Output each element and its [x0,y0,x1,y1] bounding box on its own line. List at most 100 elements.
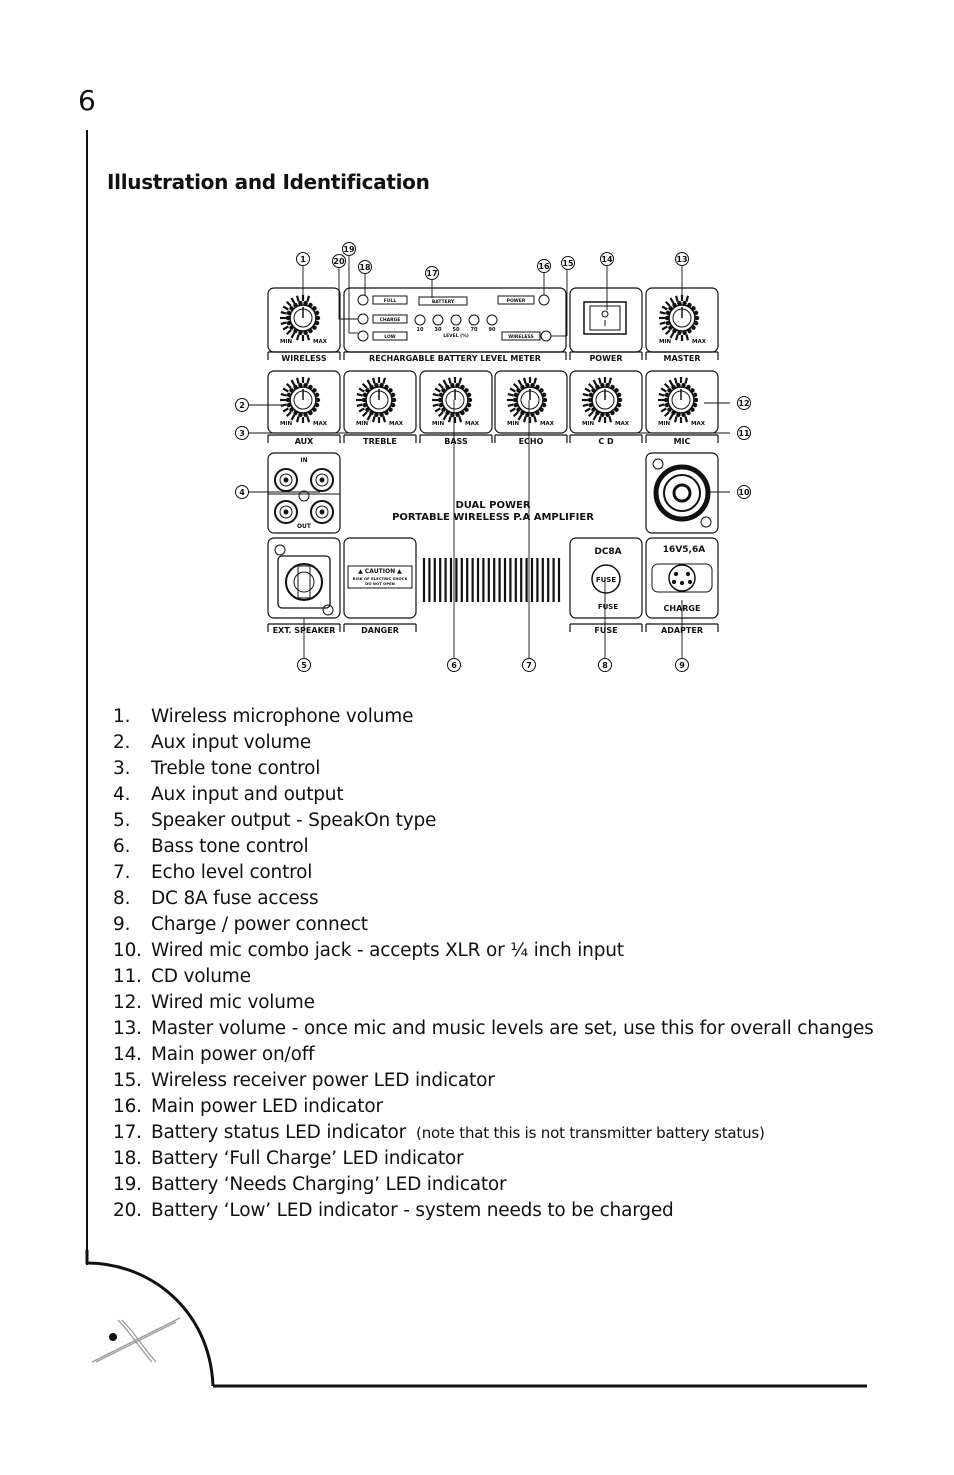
callout-17 [425,266,439,280]
treble-knob [356,377,397,423]
list-item-number: 14. [113,1044,142,1065]
combo-jack-icon [653,464,711,522]
wireless-knob [280,295,321,341]
max-label: MAX [313,339,328,345]
page-title: Illustration and Identification [107,170,430,194]
dc8a-label: DC8A [594,547,621,557]
mic-jack-section [645,452,719,534]
list-item: 14.Main power on/off [113,1042,874,1068]
page-number: 6 [78,84,96,117]
callout-7 [522,658,536,672]
callout-number: 19 [343,245,355,254]
wireless-led-label: WIRELESS [508,334,533,340]
danger-section [343,537,417,619]
list-item-number: 8. [113,888,131,909]
screw-icon [322,604,334,616]
level-value: 30 [435,327,442,333]
led-label: LOW [384,334,396,340]
callout-18 [358,260,372,274]
mic-knob [658,377,699,423]
list-item-number: 10. [113,940,142,961]
callout-2 [235,398,249,412]
callout-number: 8 [602,661,608,670]
list-item-text: Battery ‘Full Charge’ LED indicator [151,1148,464,1169]
echo-label: ECHO [519,437,544,446]
callout-number: 5 [301,661,307,670]
center-title-1: DUAL POWER [455,500,530,511]
callout-number: 3 [239,429,245,438]
list-item-text: Bass tone control [151,836,309,857]
jack-out-label: OUT [297,523,312,530]
list-item: 11.CD volume [113,964,874,990]
list-item-text: Wireless microphone volume [151,706,414,727]
fuse-cap-label: FUSE [596,576,617,584]
list-item-number: 11. [113,966,142,987]
max-label: MAX [615,421,630,427]
echo-knob [507,377,548,423]
screw-icon [700,516,712,528]
echo-section [494,370,568,434]
treble-label: TREBLE [363,437,397,446]
list-item: 9.Charge / power connect [113,912,874,938]
list-item: 7.Echo level control [113,860,874,886]
callout-number: 9 [679,661,685,670]
list-item-note: (note that this is not transmitter batte… [416,1124,765,1142]
battery-label: BATTERY [432,299,455,305]
list-item-number: 4. [113,784,131,805]
aux-label: AUX [295,437,314,446]
callout-13 [675,252,689,266]
callout-10 [737,485,751,499]
logo-dot [109,1333,117,1341]
list-item-text: Wireless receiver power LED indicator [151,1070,495,1091]
min-label: MIN [507,421,520,427]
callout-number: 18 [359,263,371,272]
max-label: MAX [691,421,706,427]
fuse-small-label: FUSE [598,603,619,611]
corner-decoration [85,1250,867,1388]
led-label: CHARGE [380,317,401,323]
fuse-section [569,537,643,619]
wireless-label: WIRELESS [281,354,326,363]
danger-label: DANGER [361,626,399,635]
callout-number: 20 [333,257,345,266]
left-rule [86,130,88,1265]
max-label: MAX [465,421,480,427]
callout-number: 7 [526,661,532,670]
callout-number: 11 [738,429,750,438]
cd-knob [582,377,623,423]
list-item-text: Echo level control [151,862,313,883]
list-item: 2.Aux input volume [113,730,874,756]
list-item: 19.Battery ‘Needs Charging’ LED indicato… [113,1172,874,1198]
power-led-icon [538,294,550,306]
min-label: MIN [582,421,595,427]
callout-1 [296,252,310,266]
callout-20 [332,254,346,268]
jack-in-label: IN [300,457,307,464]
list-item-text: Wired mic combo jack - accepts XLR or ¼ … [151,940,624,961]
callout-3 [235,426,249,440]
rca-jack-icon [310,468,334,492]
callout-9 [675,658,689,672]
list-item-text: Battery ‘Low’ LED indicator - system nee… [151,1200,674,1221]
list-item-text: Main power LED indicator [151,1096,383,1117]
list-item: 16.Main power LED indicator [113,1094,874,1120]
list-item: 4.Aux input and output [113,782,874,808]
list-item: 17.Battery status LED indicator(note tha… [113,1120,874,1146]
level-value: 90 [489,327,496,333]
power-label: POWER [589,354,622,363]
mic-label: MIC [674,437,691,446]
list-item-text: Speaker output - SpeakOn type [151,810,437,831]
level-value: 50 [453,327,460,333]
rating-label: 16V5,6A [663,545,705,555]
level-led-icon [414,314,426,326]
rca-jack-icon [274,500,298,524]
speakon-jack-icon [277,555,331,609]
list-item-number: 17. [113,1122,142,1143]
callout-12 [737,396,751,410]
list-item: 3.Treble tone control [113,756,874,782]
screw-icon [274,544,286,556]
led-icon [357,330,369,342]
callout-number: 15 [562,259,574,268]
screw-icon [652,458,664,470]
